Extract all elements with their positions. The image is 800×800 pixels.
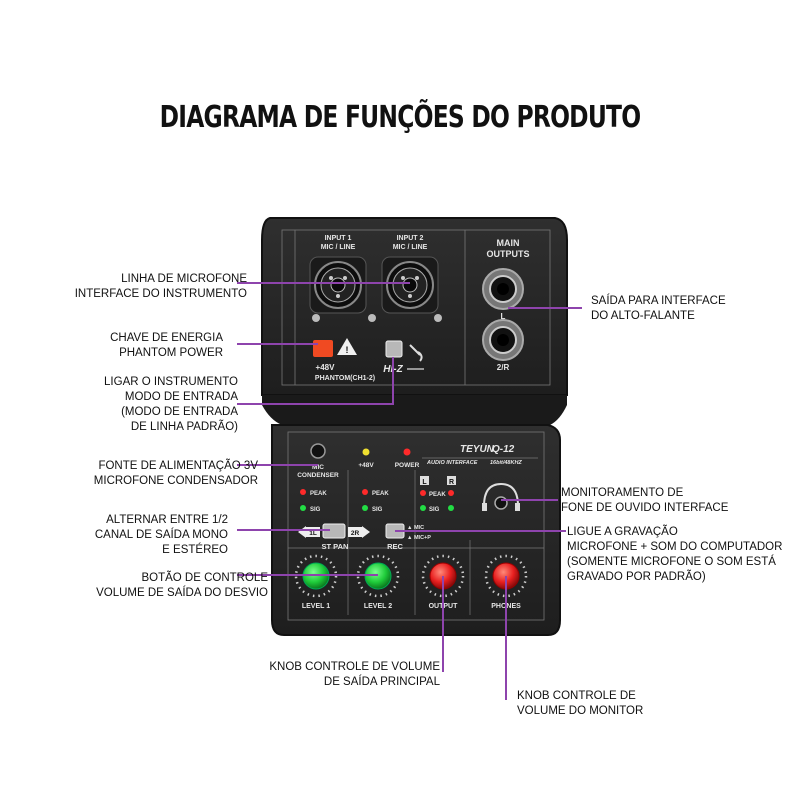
phantom-switch[interactable] [313, 340, 333, 357]
rec-label: REC [387, 542, 403, 551]
input2-label: INPUT 2 [397, 235, 424, 242]
callout-hiz: LIGAR O INSTRUMENTO MODO DE ENTRADA (MOD… [104, 376, 238, 433]
callout-phones-monitor: MONITORAMENTO DE FONE DE OUVIDO INTERFAC… [561, 487, 729, 514]
ch2-peak-label: PEAK [372, 491, 389, 497]
out-sig-label: SIG [429, 507, 440, 513]
headphones-icon [483, 482, 519, 507]
outputs-label: OUTPUTS [486, 249, 529, 259]
ch1-sig-label: SIG [310, 507, 321, 513]
ch2-sig-led [362, 505, 368, 511]
power-led [403, 448, 411, 456]
out-r-sig-led [448, 505, 454, 511]
phantom-led [362, 448, 370, 456]
main-label: MAIN [497, 238, 520, 248]
callout-rec: LIGUE A GRAVAÇÃO MICROFONE + SOM DO COMP… [567, 526, 783, 583]
callout-st-pan: ALTERNAR ENTRE 1/2 CANAL DE SAÍDA MONO E… [94, 514, 228, 556]
ch2-sig-label: SIG [372, 507, 383, 513]
phantom-label: PHANTOM(CH1-2) [315, 375, 375, 382]
output-r-box [447, 476, 456, 485]
callout-phantom: CHAVE DE ENERGIA PHANTOM POWER [110, 332, 223, 359]
callout-output-knob: KNOB CONTROLE DE VOLUME DE SAÍDA PRINCIP… [269, 661, 440, 688]
interface-sublabel: AUDIO INTERFACE [426, 460, 478, 466]
svg-text:!: ! [346, 345, 349, 355]
plus48-label: +48V [316, 363, 336, 372]
ch1-peak-led [300, 489, 306, 495]
main-output-l-label: L [501, 312, 506, 321]
ch1-sig-led [300, 505, 306, 511]
main-output-left-jack[interactable] [482, 268, 524, 310]
device-body [262, 395, 567, 425]
screw-icon [368, 314, 376, 322]
model-label: Q-12 [492, 444, 515, 455]
main-output-r-label: 2/R [497, 363, 510, 372]
ch2-peak-led [362, 489, 368, 495]
power-led-label: POWER [395, 462, 420, 469]
main-output-right-jack[interactable] [482, 319, 524, 361]
input2-combo-jack[interactable] [381, 256, 442, 322]
callout-level: BOTÃO DE CONTROLE VOLUME DE SAÍDA DO DES… [96, 572, 268, 599]
out-r-peak-led [448, 490, 454, 496]
warning-icon [337, 338, 357, 355]
brand-label: TEYUN [460, 444, 495, 455]
callout-lines [237, 282, 582, 700]
arrow-right-icon [362, 526, 370, 538]
level1-label: LEVEL 1 [302, 603, 330, 610]
st-pan-1l-label: 1L [309, 530, 317, 537]
rec-mic-option: ▲ MIC [407, 525, 424, 531]
input1-combo-jack[interactable] [309, 256, 367, 322]
spec-label: 16bit/48KHZ [490, 460, 522, 466]
callout-mic-line: LINHA DE MICROFONE INTERFACE DO INSTRUME… [74, 273, 247, 300]
callout-mic-condenser: FONTE DE ALIMENTAÇÃO 3V MICROFONE CONDEN… [93, 460, 258, 487]
input1-sublabel: MIC / LINE [321, 244, 356, 251]
st-pan-2r-label: 2R [351, 530, 360, 537]
condenser-label: CONDENSER [297, 472, 339, 479]
callout-monitor-knob: KNOB CONTROLE DE VOLUME DO MONITOR [517, 690, 644, 717]
guitar-icon [409, 344, 423, 362]
rec-micp-option: ▲ MIC+P [407, 535, 431, 541]
mic-label: MIC [312, 464, 324, 471]
input2-sublabel: MIC / LINE [393, 244, 428, 251]
callout-outputs: SAÍDA PARA INTERFACE DO ALTO-FALANTE [591, 295, 726, 322]
output-r-label: R [449, 479, 454, 486]
output-l-label: L [422, 479, 427, 486]
ch1-peak-label: PEAK [310, 491, 327, 497]
input1-label: INPUT 1 [325, 235, 352, 242]
output-l-box [420, 476, 429, 485]
headphone-jack[interactable] [494, 496, 508, 510]
st-pan-label: ST PAN [322, 542, 349, 551]
page-title: DIAGRAMA DE FUNÇÕES DO PRODUTO [159, 100, 641, 135]
level2-label: LEVEL 2 [364, 603, 392, 610]
phantom-led-label: +48V [358, 462, 374, 469]
out-l-peak-led [420, 490, 426, 496]
leader-hiz [237, 357, 394, 405]
out-l-sig-led [420, 505, 426, 511]
out-peak-label: PEAK [429, 492, 446, 498]
hiz-switch[interactable] [385, 340, 403, 358]
mic-condenser-jack[interactable] [310, 443, 326, 459]
